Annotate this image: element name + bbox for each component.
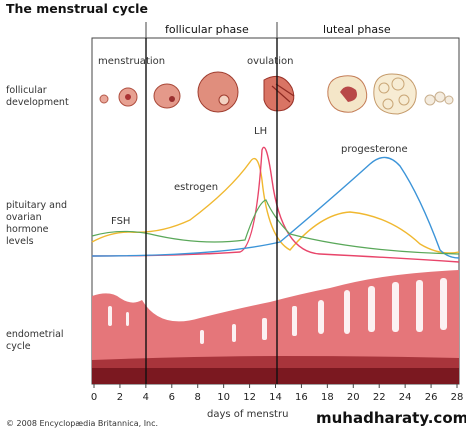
x-tick-label: 6 bbox=[169, 392, 175, 403]
watermark-text: muhadharaty.com bbox=[316, 409, 466, 427]
x-tick-label: 18 bbox=[321, 392, 334, 403]
fsh-label: FSH bbox=[111, 216, 130, 227]
endometrial-lining bbox=[92, 270, 459, 384]
copyright-text: © 2008 Encyclopædia Britannica, Inc. bbox=[6, 419, 158, 428]
lh-label: LH bbox=[254, 126, 267, 137]
endometrial-glands bbox=[108, 278, 447, 344]
follicular-phase-label: follicular phase bbox=[165, 23, 249, 36]
x-tick-label: 14 bbox=[269, 392, 282, 403]
endometrium-base bbox=[92, 366, 459, 384]
ovulation-label: ovulation bbox=[247, 56, 293, 67]
x-tick-label: 12 bbox=[243, 392, 256, 403]
x-tick-label: 8 bbox=[195, 392, 201, 403]
fsh-curve bbox=[91, 199, 460, 255]
diagram-title: The menstrual cycle bbox=[6, 1, 148, 16]
estrogen-curve bbox=[91, 157, 460, 254]
endometrial-cycle-label: endometrial cycle bbox=[6, 329, 67, 352]
progesterone-curve bbox=[91, 156, 460, 259]
x-tick-label: 26 bbox=[425, 392, 438, 403]
follicle-stage-4 bbox=[197, 71, 239, 113]
hormone-curves bbox=[91, 146, 460, 263]
endometrium-fill bbox=[92, 270, 459, 384]
x-axis-label: days of menstru bbox=[207, 409, 288, 420]
menstruation-label: menstruation bbox=[98, 56, 165, 67]
follicle-stage-3 bbox=[153, 83, 181, 109]
hormone-levels-label: pituitary and ovarian hormone levels bbox=[6, 200, 70, 247]
x-tick-label: 4 bbox=[143, 392, 149, 403]
follicle-stage-1 bbox=[99, 94, 109, 104]
corpus-luteum-late bbox=[373, 73, 417, 115]
x-tick-label: 10 bbox=[217, 392, 230, 403]
x-tick-label: 0 bbox=[91, 392, 97, 403]
x-tick-label: 20 bbox=[347, 392, 360, 403]
follicular-development-label: follicular development bbox=[6, 85, 69, 108]
x-tick-label: 16 bbox=[295, 392, 308, 403]
corpus-albicans bbox=[424, 94, 436, 106]
estrogen-label: estrogen bbox=[174, 182, 218, 193]
luteal-phase-label: luteal phase bbox=[323, 23, 391, 36]
x-tick-label: 28 bbox=[451, 392, 464, 403]
x-tick-label: 22 bbox=[373, 392, 386, 403]
ovulating-follicle bbox=[263, 75, 295, 112]
x-tick-label: 24 bbox=[399, 392, 412, 403]
x-tick-label: 2 bbox=[117, 392, 123, 403]
lh-curve bbox=[91, 146, 460, 263]
follicle-illustrations bbox=[99, 71, 454, 115]
progesterone-label: progesterone bbox=[341, 144, 408, 155]
